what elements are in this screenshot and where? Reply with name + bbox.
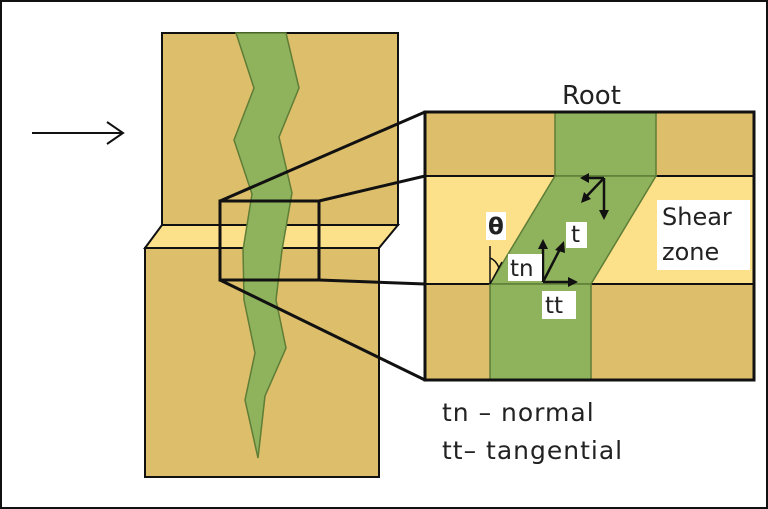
- zoom-root-upper: [554, 111, 657, 177]
- theta-arc: [489, 257, 500, 269]
- zoom-outline: [423, 110, 756, 382]
- top-vertical-arrow-head: [599, 210, 609, 220]
- tt-arrow-head: [568, 277, 578, 287]
- top-diagonal-arrow-shaft: [584, 177, 605, 199]
- zoom-selection-box: [218, 199, 321, 282]
- legend-line-normal: tn – normal: [442, 398, 595, 427]
- shear-label-box: [657, 200, 750, 270]
- load-arrow-head: [106, 121, 125, 145]
- root-strand: [233, 32, 300, 459]
- arrow-group: [32, 121, 125, 145]
- tn-label-box: [508, 254, 542, 281]
- top-diagonal-arrow-head: [581, 192, 591, 203]
- t-label: t: [571, 222, 580, 248]
- legend-line-tangential: tt– tangential: [442, 436, 623, 465]
- tt-label-box: [542, 291, 576, 319]
- shear-label-line-1: Shear: [662, 203, 732, 231]
- zoom-line-top-right: [318, 174, 426, 203]
- top-horizontal-arrow-head: [580, 173, 589, 183]
- shear-label-line-2: zone: [662, 238, 719, 266]
- t-arrow-shaft: [541, 246, 563, 283]
- soil-column: [143, 32, 401, 478]
- theta-slope-line: [489, 261, 503, 285]
- tn-label: tn: [510, 256, 534, 282]
- zoom-line-top-left: [219, 110, 426, 203]
- zoom-line-bottom-right: [318, 278, 426, 286]
- stress-arrows-top: [580, 173, 609, 220]
- stress-arrows-bottom: [538, 239, 578, 287]
- theta-label: θ: [488, 214, 504, 240]
- t-label-box: [566, 222, 587, 248]
- t-arrow-head: [555, 241, 565, 253]
- tt-label: tt: [545, 293, 563, 319]
- zoom-line-bottom-left: [219, 278, 426, 382]
- theta-label-box: [486, 212, 506, 240]
- zoomed-detail: Root θ tn t tt Shear zone: [423, 81, 756, 382]
- legend: tn – normal tt– tangential: [442, 398, 623, 465]
- root-label: Root: [562, 81, 621, 111]
- zoom-connectors: [219, 110, 426, 382]
- tn-arrow-head: [538, 239, 548, 249]
